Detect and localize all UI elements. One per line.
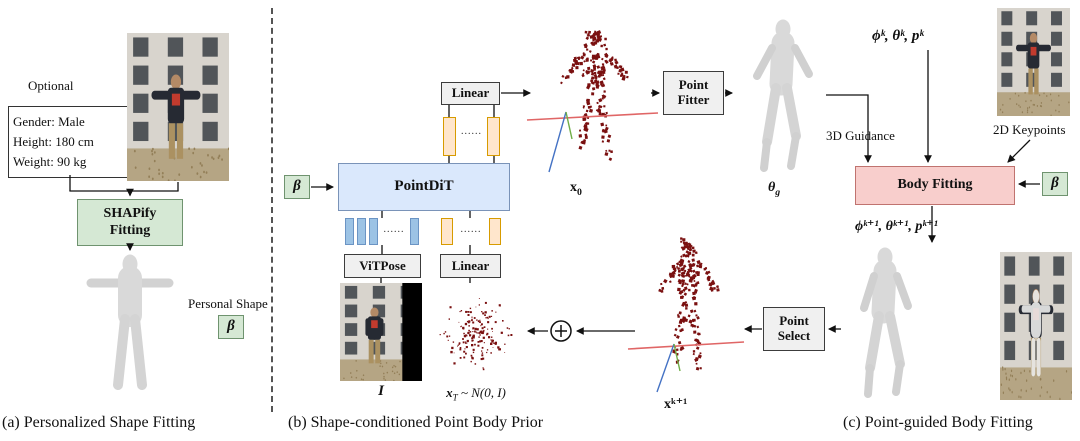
noise-scatter [439,298,513,371]
beta-badge-c: β [1042,172,1068,196]
theta-g-label: θg [768,180,781,198]
x0-label: x0 [570,180,582,198]
fitted-mesh [860,247,912,398]
keypoints-label: 2D Keypoints [993,122,1066,137]
info-line: Weight: 90 kg [13,154,87,170]
keypoints-photo [997,8,1070,116]
image-label: I [378,383,384,399]
tpose-mesh [86,254,174,390]
input-image [340,283,422,381]
caption-b: (b) Shape-conditioned Point Body Prior [288,414,544,431]
orange-token [441,218,453,245]
xk1-label: xᵏ⁺¹ [664,397,688,412]
body-fitting-box: Body Fitting [855,166,1015,205]
shapify-fitting-box: SHAPify Fitting [77,199,183,246]
tokens-ellipsis: ...... [461,126,482,137]
point-cloud-x0 [560,30,629,161]
orange-token [489,218,501,245]
tokens-ellipsis: ...... [383,224,405,235]
theta-g-mesh [753,19,813,172]
subject-photo [127,33,229,181]
caption-c: (c) Point-guided Body Fitting [843,414,1033,431]
params-k1-label: ϕᵏ⁺¹, θᵏ⁺¹, pᵏ⁺¹ [852,218,941,235]
blue-token [357,218,366,245]
beta-badge-a: β [218,315,244,339]
info-line: Height: 180 cm [13,134,94,150]
linear-top-box: Linear [441,82,500,105]
point-fitter-box: Point Fitter [663,71,724,115]
blue-token [345,218,354,245]
noise-label: xT ~ N(0, I) [446,385,506,403]
personal-shape-label: Personal Shape [188,296,268,311]
attribute-info-box: Gender: Male Height: 180 cm Weight: 90 k… [8,106,132,179]
params-k-label: ϕᵏ, θᵏ, pᵏ [872,28,924,44]
pointdit-box: PointDiT [338,163,510,211]
optional-label: Optional [28,78,74,93]
overlay-photo [1000,252,1072,400]
point-select-box: Point Select [763,307,825,351]
tokens-ellipsis: ...... [460,224,482,235]
panel-divider [271,8,273,412]
shapify-line: SHAPify [103,206,157,222]
info-line: Gender: Male [13,114,85,129]
blue-token [369,218,378,245]
guidance-label: 3D Guidance [826,128,895,143]
orange-token [487,117,500,156]
vitpose-box: ViTPose [344,254,421,278]
plus-icon [550,320,572,342]
linear-bottom-box: Linear [440,254,501,278]
shapify-line: Fitting [109,222,151,238]
point-cloud-xk1 [658,237,720,371]
orange-token [443,117,456,156]
beta-badge-b: β [284,175,310,199]
caption-a: (a) Personalized Shape Fitting [2,414,196,431]
blue-token [410,218,419,245]
